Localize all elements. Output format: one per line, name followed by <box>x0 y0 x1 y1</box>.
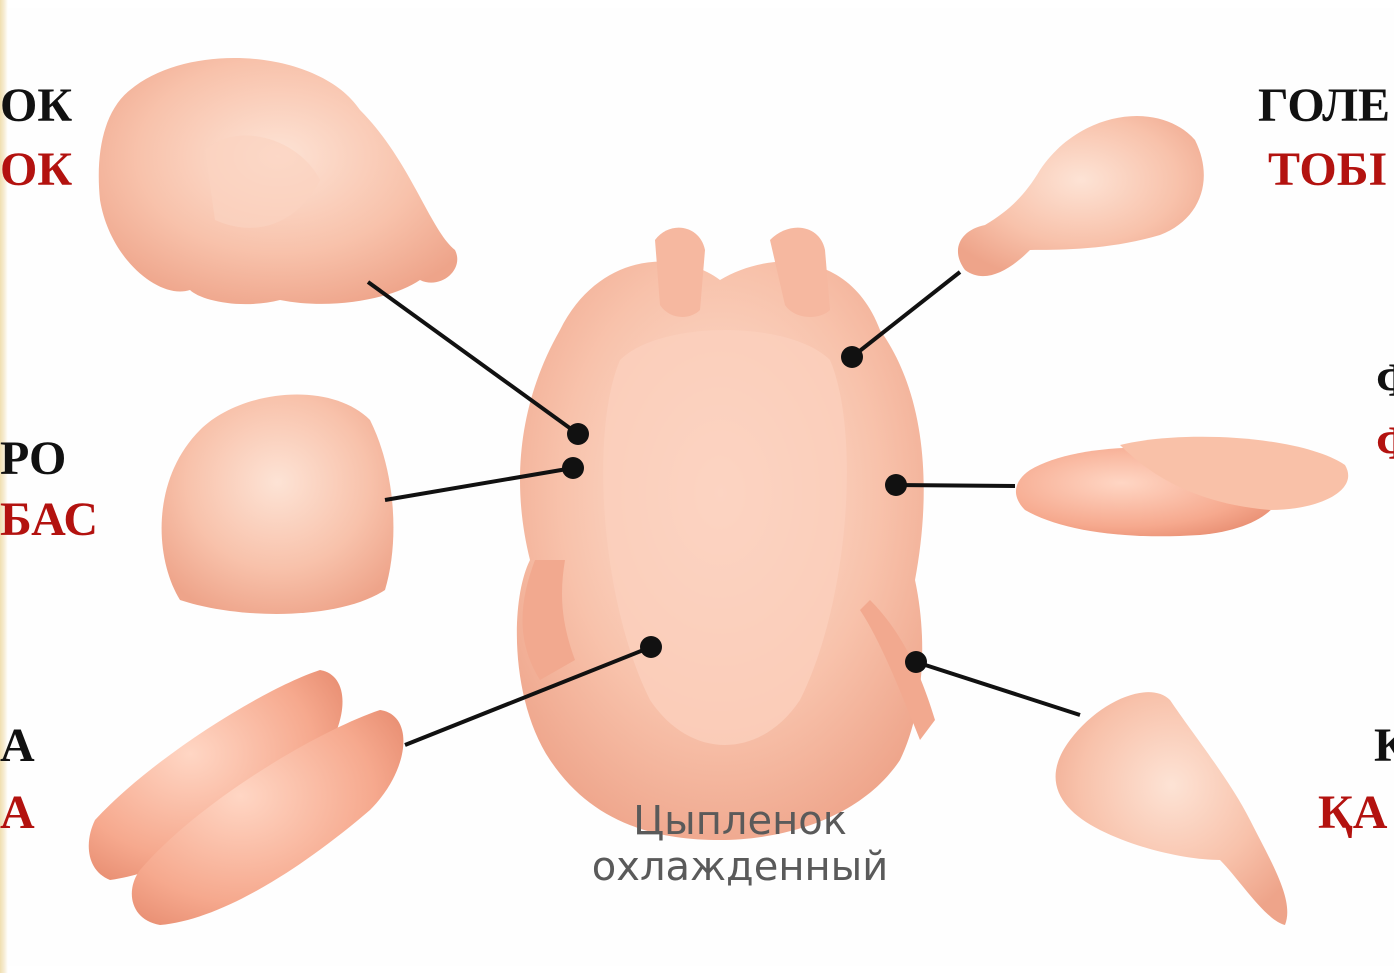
label-top-left-kz: ОК <box>0 146 72 194</box>
leg-quarter-image <box>99 58 458 304</box>
label-mid-right-ru: Ф <box>1376 357 1394 405</box>
label-top-left-ru: ОК <box>0 82 72 130</box>
label-bottom-right-kz: ҚА <box>1318 789 1387 837</box>
label-bottom-left-kz: А <box>0 789 35 837</box>
drumstick-image <box>958 116 1204 276</box>
wing-image <box>1056 692 1288 925</box>
whole-chicken-caption: Цыпленок охлажденный <box>560 798 920 890</box>
label-top-right-ru: ГОЛЕ <box>1258 82 1390 130</box>
label-mid-right-kz: Ф <box>1376 420 1394 468</box>
caption-line-2: охлажденный <box>560 844 920 890</box>
pointer-wing <box>905 651 1080 715</box>
whole-chicken-image <box>517 228 935 840</box>
breast-fillet-image <box>89 670 404 925</box>
thigh-image <box>162 395 394 614</box>
label-bottom-left-ru: А <box>0 722 35 770</box>
label-top-right-kz: ТОБІ <box>1268 146 1387 194</box>
label-bottom-right-ru: К <box>1374 722 1394 770</box>
fillet-image <box>1016 437 1348 536</box>
label-mid-left-kz: БАС <box>0 496 98 544</box>
caption-line-1: Цыпленок <box>560 798 920 844</box>
label-mid-left-ru: РО <box>0 435 66 483</box>
